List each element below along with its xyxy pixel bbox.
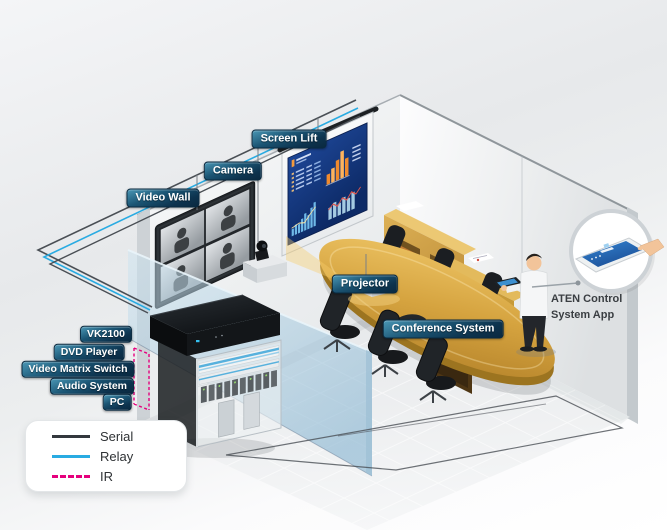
- legend-item-relay: Relay: [52, 449, 186, 464]
- legend-item-ir: IR: [52, 469, 186, 484]
- pc-tower: [243, 391, 260, 430]
- orange-bar-chart: [325, 150, 350, 187]
- person: [494, 253, 556, 357]
- label-pc: PC: [102, 393, 132, 411]
- tablet-zoomed: [574, 237, 665, 273]
- label-video-matrix-switch: Video Matrix Switch: [21, 360, 135, 378]
- magnifier-callout: [531, 209, 665, 295]
- pc-tower: [218, 399, 235, 438]
- led-indicator: [196, 340, 200, 343]
- label-camera: Camera: [203, 161, 263, 181]
- cyan-chart-with-line: [328, 186, 361, 221]
- ir-line-swatch: [52, 474, 90, 478]
- legend-label: IR: [100, 468, 113, 484]
- app-caption: ATEN Control System App: [551, 293, 623, 321]
- presentation-slide: [287, 122, 368, 246]
- label-conference-system: Conference System: [382, 319, 504, 339]
- legend-item-serial: Serial: [52, 429, 186, 444]
- equipment-rack: [149, 294, 282, 458]
- blue-bar-chart: [291, 201, 316, 237]
- floor-cable-loop: [225, 395, 624, 471]
- newspaper: [468, 253, 494, 263]
- serial-cable-2: [48, 115, 361, 314]
- label-vk2100: VK2100: [80, 325, 132, 343]
- label-video-wall: Video Wall: [126, 188, 200, 208]
- serial-line-swatch: [52, 434, 90, 438]
- camera-device: [243, 240, 287, 283]
- cable-runs: [36, 99, 624, 471]
- relay-line-swatch: [52, 454, 90, 458]
- label-audio-system: Audio System: [49, 377, 135, 395]
- legend-label: Relay: [100, 448, 134, 464]
- relay-cable: [42, 107, 359, 311]
- ir-cable: [133, 347, 150, 411]
- vk2100-device: [149, 294, 280, 356]
- label-dvd-player: DVD Player: [53, 343, 125, 361]
- paper-on-cabinet: [396, 201, 424, 211]
- hand-touching-tablet: [639, 238, 665, 257]
- rack-units: [197, 341, 281, 446]
- legend: Serial Relay IR: [25, 420, 187, 492]
- audio-modules: [200, 369, 277, 404]
- legend-label: Serial: [100, 428, 134, 444]
- label-projector: Projector: [331, 274, 399, 294]
- label-screen-lift: Screen Lift: [251, 129, 327, 149]
